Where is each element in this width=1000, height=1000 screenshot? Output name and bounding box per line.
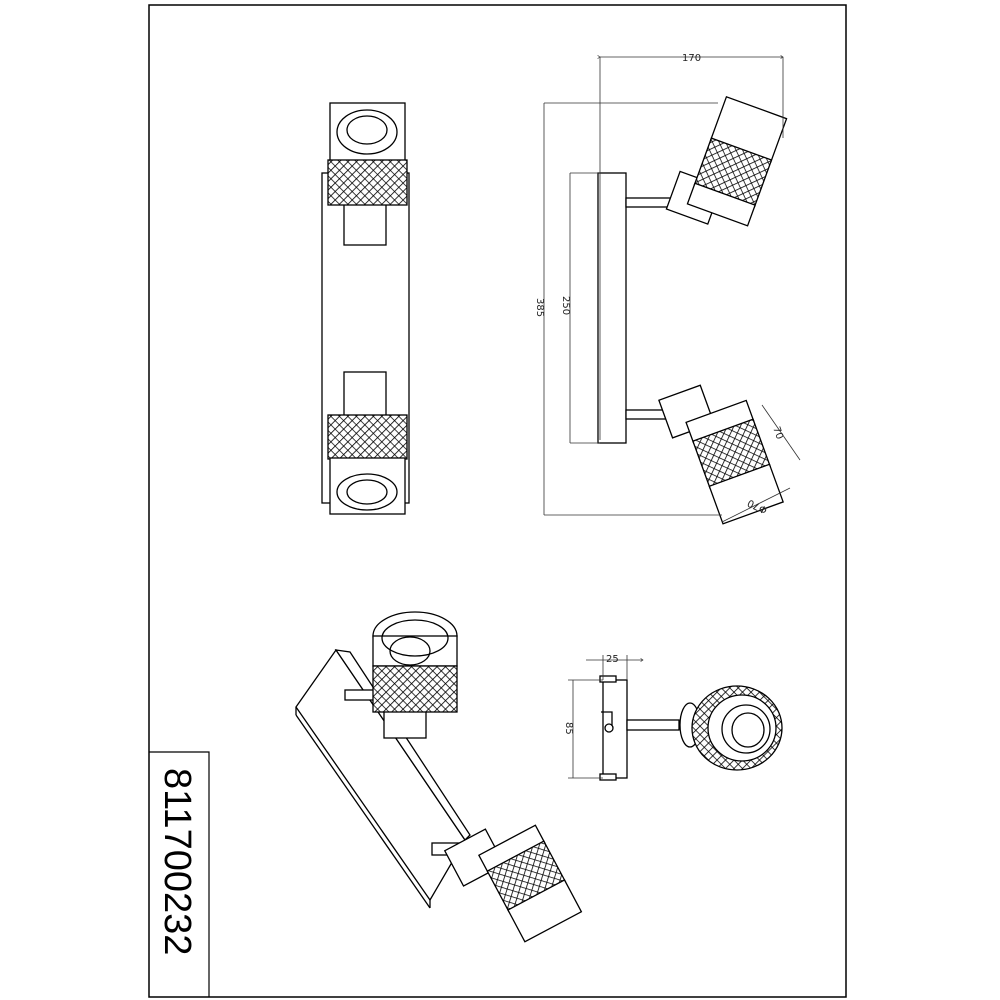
lower-side-head: [658, 384, 784, 525]
side-view-dimensions: [543, 57, 801, 523]
dim-total-height-label: 385: [534, 298, 545, 317]
front-view: [321, 102, 410, 515]
upper-cup: [329, 102, 406, 162]
upper-side-head: [665, 95, 788, 227]
model-number-label: 811700232: [156, 768, 198, 955]
backplate-side: [597, 172, 627, 444]
lower-stem: [343, 371, 387, 421]
dim-backplate-width-label: 85: [563, 722, 574, 735]
title-block: 811700232: [149, 751, 210, 997]
lower-cup: [329, 457, 406, 515]
dim-backplate-height-label: 250: [560, 296, 571, 315]
upper-knurl-band: [327, 159, 408, 206]
lower-knurl-band: [327, 414, 408, 460]
perspective-upper-knurl: [372, 665, 458, 713]
side-view: [597, 95, 788, 525]
dim-backplate-depth-label: 25: [606, 654, 619, 665]
backplate-top: [602, 679, 628, 779]
dim-head-length-label: 70: [770, 425, 785, 441]
dim-width-label: 170: [682, 53, 701, 64]
top-view-dimensions: [568, 655, 643, 779]
perspective-view: [295, 611, 583, 943]
drawing-border: [148, 4, 847, 998]
top-view: [599, 675, 783, 781]
